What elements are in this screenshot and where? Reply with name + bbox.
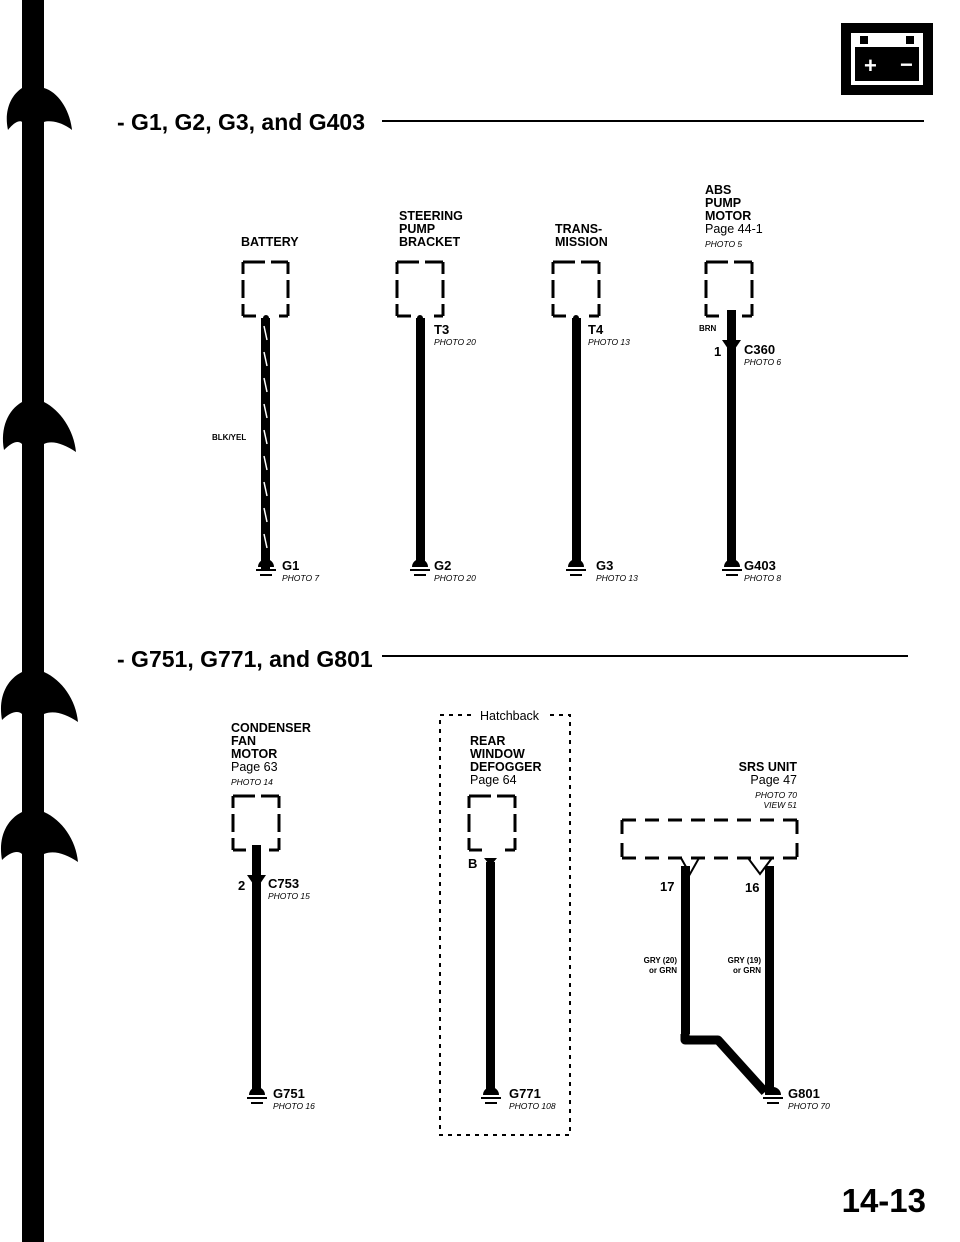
terminal-label: T4 — [588, 322, 604, 337]
page-ref: Page 64 — [470, 773, 517, 787]
wire-color-label: GRY (20) — [644, 956, 678, 965]
component-label: BATTERY — [241, 235, 299, 249]
binding-spine — [0, 0, 78, 1242]
component-label: CONDENSER — [231, 721, 311, 735]
pin-number: 1 — [714, 344, 721, 359]
section-title: - G1, G2, G3, and G403 — [117, 109, 365, 135]
component-label: FAN — [231, 734, 256, 748]
component-label: MISSION — [555, 235, 608, 249]
component-label: PUMP — [705, 196, 741, 210]
wire-color-label: or GRN — [649, 966, 677, 975]
component-label: MOTOR — [705, 209, 751, 223]
ground-symbol-icon — [566, 559, 586, 576]
component-label: REAR — [470, 734, 505, 748]
ground-symbol-icon — [481, 1087, 501, 1104]
pin-number: 16 — [745, 880, 759, 895]
component-srs-unit: SRS UNIT Page 47 PHOTO 70 VIEW 51 17 16 … — [620, 760, 830, 1111]
ground-symbol-icon — [247, 1087, 267, 1104]
component-battery: BATTERY BLK/YEL G1 PHOTO 7 — [212, 235, 319, 583]
page-number: 14-13 — [842, 1182, 926, 1219]
ground-label: G751 — [273, 1086, 305, 1101]
component-transmission: TRANS- MISSION T4 PHOTO 13 G3 PHOTO 13 — [551, 222, 638, 583]
component-label: BRACKET — [399, 235, 460, 249]
photo-ref: PHOTO 15 — [268, 891, 310, 901]
photo-ref: PHOTO 6 — [744, 357, 781, 367]
component-label: ABS — [705, 183, 731, 197]
component-label: SRS UNIT — [739, 760, 798, 774]
section-title: - G751, G771, and G801 — [117, 646, 373, 672]
ground-label: G3 — [596, 558, 613, 573]
component-label: MOTOR — [231, 747, 277, 761]
photo-ref: PHOTO 16 — [273, 1101, 315, 1111]
terminal-label: T3 — [434, 322, 449, 337]
ground-label: G801 — [788, 1086, 820, 1101]
ground-symbol-icon — [256, 559, 276, 576]
photo-ref: PHOTO 8 — [744, 573, 781, 583]
page-ref: Page 63 — [231, 760, 278, 774]
component-label: STEERING — [399, 209, 463, 223]
ground-label: G403 — [744, 558, 776, 573]
photo-ref: PHOTO 7 — [282, 573, 319, 583]
ground-label: G771 — [509, 1086, 541, 1101]
photo-ref: PHOTO 70 — [788, 1101, 830, 1111]
pin-number: 17 — [660, 879, 674, 894]
photo-ref: PHOTO 14 — [231, 777, 273, 787]
ground-symbol-icon — [763, 1087, 783, 1104]
ground-symbol-icon — [722, 559, 742, 576]
view-ref: VIEW 51 — [763, 800, 797, 810]
component-label: TRANS- — [555, 222, 602, 236]
svg-text:−: − — [900, 52, 913, 77]
option-label: Hatchback — [480, 709, 540, 723]
component-steering-pump-bracket: STEERING PUMP BRACKET T3 PHOTO 20 G2 PHO… — [395, 209, 476, 583]
photo-ref: PHOTO 20 — [434, 573, 476, 583]
svg-text:+: + — [864, 53, 877, 78]
component-label: DEFOGGER — [470, 760, 542, 774]
battery-icon: + − — [841, 23, 933, 95]
page-ref: Page 47 — [750, 773, 797, 787]
ground-label: G1 — [282, 558, 299, 573]
photo-ref: PHOTO 13 — [588, 337, 630, 347]
ground-label: G2 — [434, 558, 451, 573]
wire-color-label: BLK/YEL — [212, 433, 246, 442]
component-abs-pump-motor: ABS PUMP MOTOR Page 44-1 PHOTO 5 BRN 1 C… — [699, 183, 781, 583]
component-label: PUMP — [399, 222, 435, 236]
terminal-label: B — [468, 856, 477, 871]
photo-ref: PHOTO 13 — [596, 573, 638, 583]
connector-label: C753 — [268, 876, 299, 891]
connector-label: C360 — [744, 342, 775, 357]
wire-color-label: or GRN — [733, 966, 761, 975]
wire-color-label: GRY (19) — [728, 956, 762, 965]
component-rear-window-defogger: Hatchback REAR WINDOW DEFOGGER Page 64 B… — [439, 709, 571, 1136]
wire-color-label: BRN — [699, 324, 717, 333]
photo-ref: PHOTO 20 — [434, 337, 476, 347]
page-ref: Page 44-1 — [705, 222, 763, 236]
component-condenser-fan-motor: CONDENSER FAN MOTOR Page 63 PHOTO 14 2 C… — [231, 721, 315, 1111]
component-label: WINDOW — [470, 747, 525, 761]
pin-number: 2 — [238, 878, 245, 893]
photo-ref: PHOTO 5 — [705, 239, 742, 249]
photo-ref: PHOTO 70 — [755, 790, 797, 800]
ground-symbol-icon — [410, 559, 430, 576]
photo-ref: PHOTO 108 — [509, 1101, 556, 1111]
